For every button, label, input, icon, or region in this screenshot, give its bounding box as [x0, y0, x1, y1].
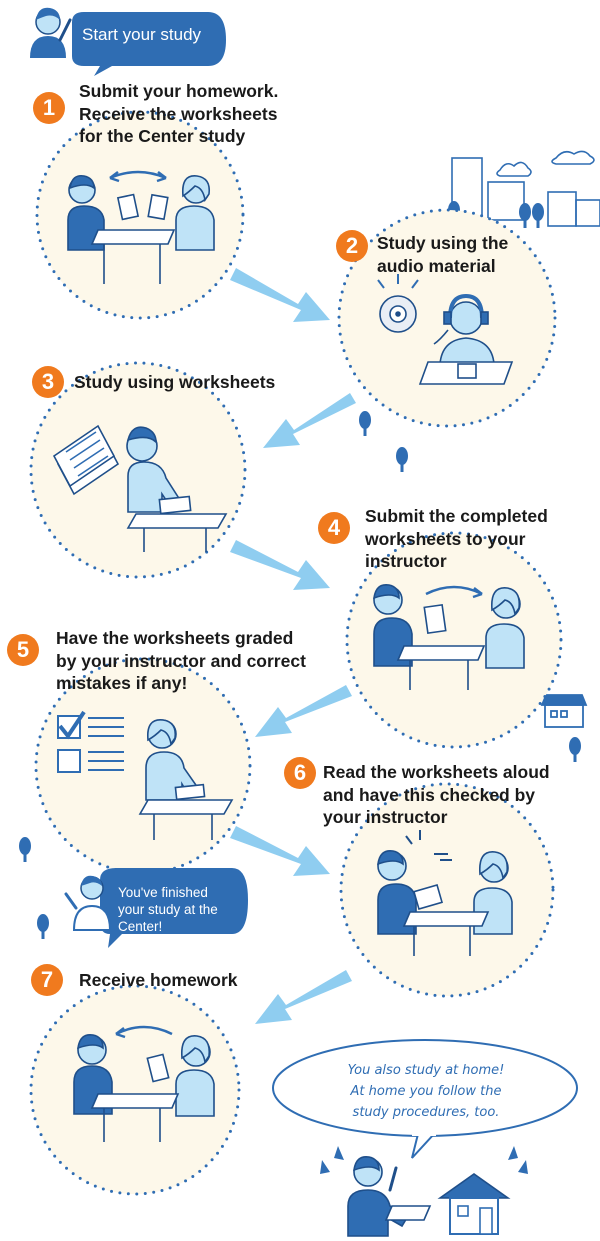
home-note-line: You also study at home!	[347, 1063, 505, 1078]
home-study-note: You also study at home! At home you foll…	[306, 1060, 546, 1123]
cheering-student-icon	[64, 875, 120, 931]
step6-number-badge: 6	[284, 757, 316, 789]
step4-title-line: Submit the completed	[365, 506, 548, 526]
step5-title-line: by your instructor and correct	[56, 650, 306, 671]
tree-icon	[569, 737, 581, 762]
step4-number-badge: 4	[318, 512, 350, 544]
step7-title: Receive homework	[79, 969, 238, 992]
step1-title: Submit your homework. Receive the worksh…	[79, 80, 278, 148]
tree-icon	[37, 914, 49, 939]
finish-message: You've finished your study at the Center…	[118, 884, 236, 935]
step4-title-line: worksheets to your	[365, 528, 526, 549]
step1-circle	[35, 110, 245, 320]
step7-number-badge: 7	[31, 964, 63, 996]
step7-illustration	[73, 1025, 215, 1142]
start-bubble	[30, 7, 226, 76]
arrow-5-to-6	[230, 826, 330, 876]
finish-message-line: Center!	[118, 919, 163, 934]
arrow-2-to-3	[263, 393, 356, 448]
tree-icon	[519, 203, 531, 228]
tree-icon	[532, 203, 544, 228]
finish-bubble	[64, 868, 248, 948]
step4-illustration	[373, 583, 525, 690]
finish-message-line: your study at the	[118, 902, 218, 917]
tree-icon	[19, 837, 31, 862]
worksheet-stack-icon	[52, 424, 120, 496]
tree-icon	[359, 411, 371, 436]
step6-title-line: your instructor	[323, 807, 448, 827]
step5-illustration	[57, 710, 234, 840]
step6-circle	[339, 782, 555, 998]
step4-title-line: instructor	[365, 551, 447, 571]
step6-illustration	[377, 830, 513, 956]
step2-title: Study using the audio material	[377, 232, 508, 277]
flow-arrows	[230, 268, 356, 1024]
step3-number-badge: 3	[32, 366, 64, 398]
step1-title-line: Receive the worksheets	[79, 103, 278, 124]
step3-title-line: Study using worksheets	[74, 372, 276, 392]
step2-number-badge: 2	[336, 230, 368, 262]
step2-title-line: Study using the	[377, 233, 509, 253]
home-note-line: study procedures, too.	[352, 1105, 500, 1120]
step1-illustration	[67, 170, 215, 284]
tree-icon	[396, 447, 408, 472]
arrow-6-to-7	[255, 970, 352, 1024]
home-note-line: At home you follow the	[350, 1084, 502, 1099]
step5-circle	[34, 657, 252, 875]
arrow-1-to-2	[230, 268, 330, 322]
step6-title-line: Read the worksheets aloud	[323, 762, 550, 782]
step7-title-line: Receive homework	[79, 970, 238, 990]
teacher-icon	[30, 7, 72, 58]
step6-title: Read the worksheets aloud and have this …	[323, 761, 550, 829]
step3-title: Study using worksheets	[74, 371, 275, 394]
step4-title: Submit the completed worksheets to your …	[365, 505, 548, 573]
step5-title: Have the worksheets graded by your instr…	[56, 627, 306, 695]
arrow-3-to-4	[230, 540, 330, 590]
step5-title-line: Have the worksheets graded	[56, 628, 294, 648]
home-speech-bubble	[272, 1039, 578, 1159]
start-label: Start your study	[82, 25, 202, 44]
home-house-icon	[437, 1173, 511, 1235]
step6-title-line: and have this checked by	[323, 784, 536, 805]
step1-title-line: Submit your homework.	[79, 81, 279, 101]
step1-number-badge: 1	[33, 92, 65, 124]
step3-illustration	[52, 424, 228, 552]
step2-illustration	[377, 274, 514, 385]
arrow-4-to-5	[255, 685, 352, 737]
step4-circle	[345, 531, 563, 749]
checkmark-icon	[58, 710, 86, 740]
step5-title-line: mistakes if any!	[56, 673, 188, 693]
step5-number-badge: 5	[7, 634, 39, 666]
house-icon	[540, 694, 588, 728]
step2-title-line: audio material	[377, 255, 496, 276]
finish-message-line: You've finished	[118, 885, 208, 900]
student-at-home-illustration	[320, 1146, 528, 1237]
step1-title-line: for the Center study	[79, 126, 246, 146]
